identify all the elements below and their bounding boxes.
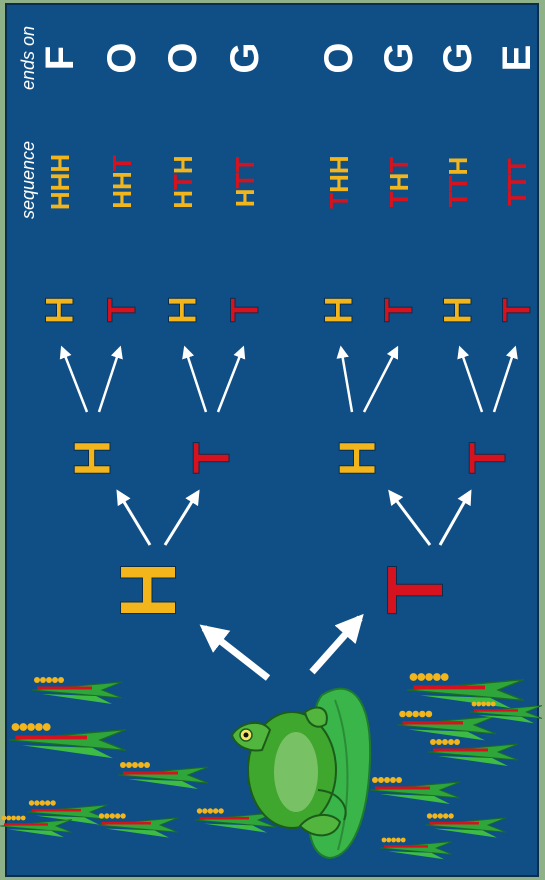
tree-node-level-3: H — [317, 296, 361, 325]
tree-node-level-1: H — [104, 561, 193, 619]
ends-on-letter: O — [317, 42, 361, 73]
ends-on-letter: G — [436, 42, 480, 73]
sequence-text: TTH — [443, 157, 473, 208]
tree-node-level-1: T — [371, 565, 460, 614]
tree-node-level-3: T — [223, 298, 267, 322]
tree-node-level-3: H — [38, 296, 82, 325]
tree-node-level-3: T — [377, 298, 421, 322]
ends-on-letter: F — [38, 46, 82, 70]
ends-on-label: ends on — [18, 26, 38, 90]
tree-node-level-3: T — [100, 298, 144, 322]
sequence-text: HHT — [107, 155, 137, 209]
sequence-label: sequence — [18, 141, 38, 219]
tree-node-level-2: T — [183, 442, 241, 474]
tree-node-level-2: H — [64, 439, 122, 477]
tree-node-level-3: T — [495, 298, 539, 322]
sequence-text: HHH — [45, 154, 75, 210]
ends-on-letter: G — [377, 42, 421, 73]
tree-node-level-3: H — [161, 296, 205, 325]
tree-node-level-3: H — [436, 296, 480, 325]
tree-node-level-2: T — [459, 442, 517, 474]
ends-on-letter: O — [161, 42, 205, 73]
ends-on-letter: G — [223, 42, 267, 73]
ends-on-letter: E — [495, 45, 539, 72]
ends-on-letter: O — [100, 42, 144, 73]
sequence-text: HTT — [230, 157, 260, 208]
sequence-text: HTH — [168, 155, 198, 208]
tree-node-level-2: H — [329, 439, 387, 477]
sequence-text: TTT — [502, 158, 532, 206]
sequence-text: THH — [324, 155, 354, 208]
sequence-text: THT — [384, 157, 414, 208]
